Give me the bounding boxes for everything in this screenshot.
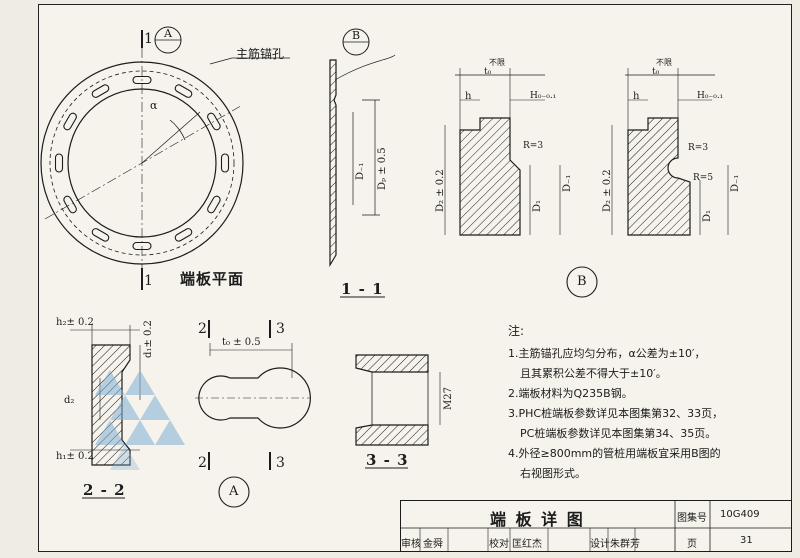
- anchor-hole: [63, 112, 77, 131]
- anchor-holes: [54, 75, 230, 251]
- dim-d1-small: d₁± 0.2: [143, 320, 154, 358]
- leader-anchor-hole: [209, 57, 233, 65]
- section-mark-1-top: 1: [144, 31, 153, 47]
- callout-b-circle-detail: [566, 266, 598, 298]
- anchor-hole: [132, 75, 152, 85]
- watermark-logo: [95, 370, 185, 470]
- detail-b-right-profile: [627, 117, 691, 236]
- callout-a-label-detail: A: [229, 484, 239, 499]
- dim-not-less-right: 不限: [656, 58, 672, 67]
- callout-leader-b: [334, 54, 396, 81]
- callout-a-label-plan: A: [164, 27, 172, 40]
- plate-rim-circle: [49, 70, 235, 256]
- title-block-designer: 朱群芳: [610, 539, 640, 550]
- title-block-design-label: 设计: [590, 539, 610, 550]
- callout-a-circle-detail: [218, 476, 250, 508]
- anchor-hole: [54, 153, 64, 173]
- dim-d2-b-left: D₂ ± 0.2: [435, 169, 446, 212]
- dim-d1-b-left: D₁: [532, 199, 543, 212]
- dim-h0-b-left: H₀₋₀.₁: [530, 91, 557, 101]
- dim-d-b-right: D₋₁: [730, 174, 741, 192]
- note-3: 3.PHC桩端板参数详见本图集第32、33页，: [508, 407, 724, 420]
- dim-h2: h₂± 0.2: [56, 317, 94, 328]
- dim-t0-b-right: t₀: [652, 67, 660, 77]
- title-block-title: 端 板 详 图: [490, 510, 585, 529]
- label-anchor-hole: 主筋锚孔: [236, 47, 285, 61]
- dim-h-b-left: h: [465, 91, 472, 102]
- title-block-page-no: 31: [740, 535, 753, 546]
- dim-dp: Dₚ ± 0.5: [377, 147, 388, 190]
- title-block-checker: 匡红杰: [512, 539, 542, 550]
- section-mark-2-top: 2: [198, 321, 207, 337]
- anchor-hole: [207, 195, 221, 214]
- section-mark-1-bottom: 1: [144, 273, 153, 289]
- dim-t0-a: t₀ ± 0.5: [222, 337, 261, 348]
- title-block-reviewer: 金舜: [423, 539, 443, 550]
- dim-d2-small: d₂: [64, 395, 75, 406]
- detail-a: [195, 320, 311, 508]
- dim-h-b-right: h: [633, 91, 640, 102]
- label-section-1-1: 1 - 1: [341, 280, 384, 298]
- dim-d-b-left: D₋₁: [562, 174, 573, 192]
- anchor-hole: [207, 112, 221, 131]
- dim-d1-b-right: D₁: [702, 209, 713, 222]
- callout-b-label-detail: B: [577, 274, 587, 289]
- alpha-label: α: [150, 99, 158, 112]
- anchor-hole: [174, 228, 193, 242]
- note-2: 2.端板材料为Q235B钢。: [508, 387, 633, 400]
- title-block-atlas-label: 图集号: [677, 513, 707, 524]
- end-plate-plan: [40, 26, 290, 290]
- label-plan-title: 端板平面: [180, 270, 245, 288]
- title-block-atlas-no: 10G409: [720, 509, 760, 520]
- radius-line: [141, 111, 201, 164]
- anchor-hole: [220, 153, 230, 173]
- detail-b-left: [444, 68, 561, 236]
- anchor-hole: [63, 195, 77, 214]
- dim-t0-b-left: t₀: [484, 67, 492, 77]
- section-1-1: [329, 28, 396, 298]
- section-3-3-bottom: [355, 424, 429, 446]
- drawing-sheet: [38, 4, 792, 552]
- dim-r3-b-left: R=3: [523, 141, 544, 151]
- anchor-hole: [132, 241, 152, 251]
- dim-d-section: D₋₁: [355, 162, 366, 180]
- anchor-hole: [91, 228, 110, 242]
- note-1-cont: 且其累积公差不得大于±10′。: [520, 367, 667, 380]
- section-mark-2-bottom: 2: [198, 455, 207, 471]
- detail-b-right: [566, 68, 729, 298]
- dim-r5-b-right: R=5: [693, 173, 714, 183]
- title-block: 端 板 详 图 图集号 10G409 审核 金舜 校对 匡红杰 设计 朱群芳 页…: [400, 500, 792, 552]
- notes-heading: 注:: [508, 324, 525, 338]
- dim-d2-b-right: D₂ ± 0.2: [602, 169, 613, 212]
- dim-h1: h₁± 0.2: [56, 451, 94, 462]
- section-3-3: [355, 354, 441, 469]
- detail-b-left-profile: [459, 117, 521, 236]
- anchor-hole: [174, 84, 193, 98]
- note-3-cont: PC桩端板参数详见本图集第34、35页。: [520, 427, 717, 440]
- title-block-page-label: 页: [687, 539, 697, 550]
- note-4-cont: 右视图形式。: [520, 467, 586, 480]
- note-1: 1.主筋锚孔应均匀分布，α公差为±10′，: [508, 347, 706, 360]
- label-section-3-3: 3 - 3: [366, 451, 409, 469]
- callout-b-label-section: B: [352, 29, 361, 42]
- dim-r3-b-right: R=3: [688, 143, 709, 153]
- anchor-hole: [91, 84, 110, 98]
- dim-m27: M27: [443, 387, 454, 410]
- dim-h0-b-right: H₀₋₀.₁: [697, 91, 724, 101]
- note-4: 4.外径≥800mm的管桩用端板宜采用B图的: [508, 447, 721, 460]
- title-block-check-label: 校对: [489, 539, 509, 550]
- section-plate-profile: [329, 59, 337, 268]
- alpha-arc: [169, 119, 186, 141]
- dim-not-less-left: 不限: [489, 58, 505, 67]
- label-section-2-2: 2 - 2: [83, 481, 126, 499]
- section-mark-3-bottom: 3: [276, 455, 285, 471]
- title-block-review-label: 审核: [401, 539, 421, 550]
- section-mark-3-top: 3: [276, 321, 285, 337]
- title-block-grid: [400, 500, 792, 552]
- section-3-3-top: [355, 354, 429, 373]
